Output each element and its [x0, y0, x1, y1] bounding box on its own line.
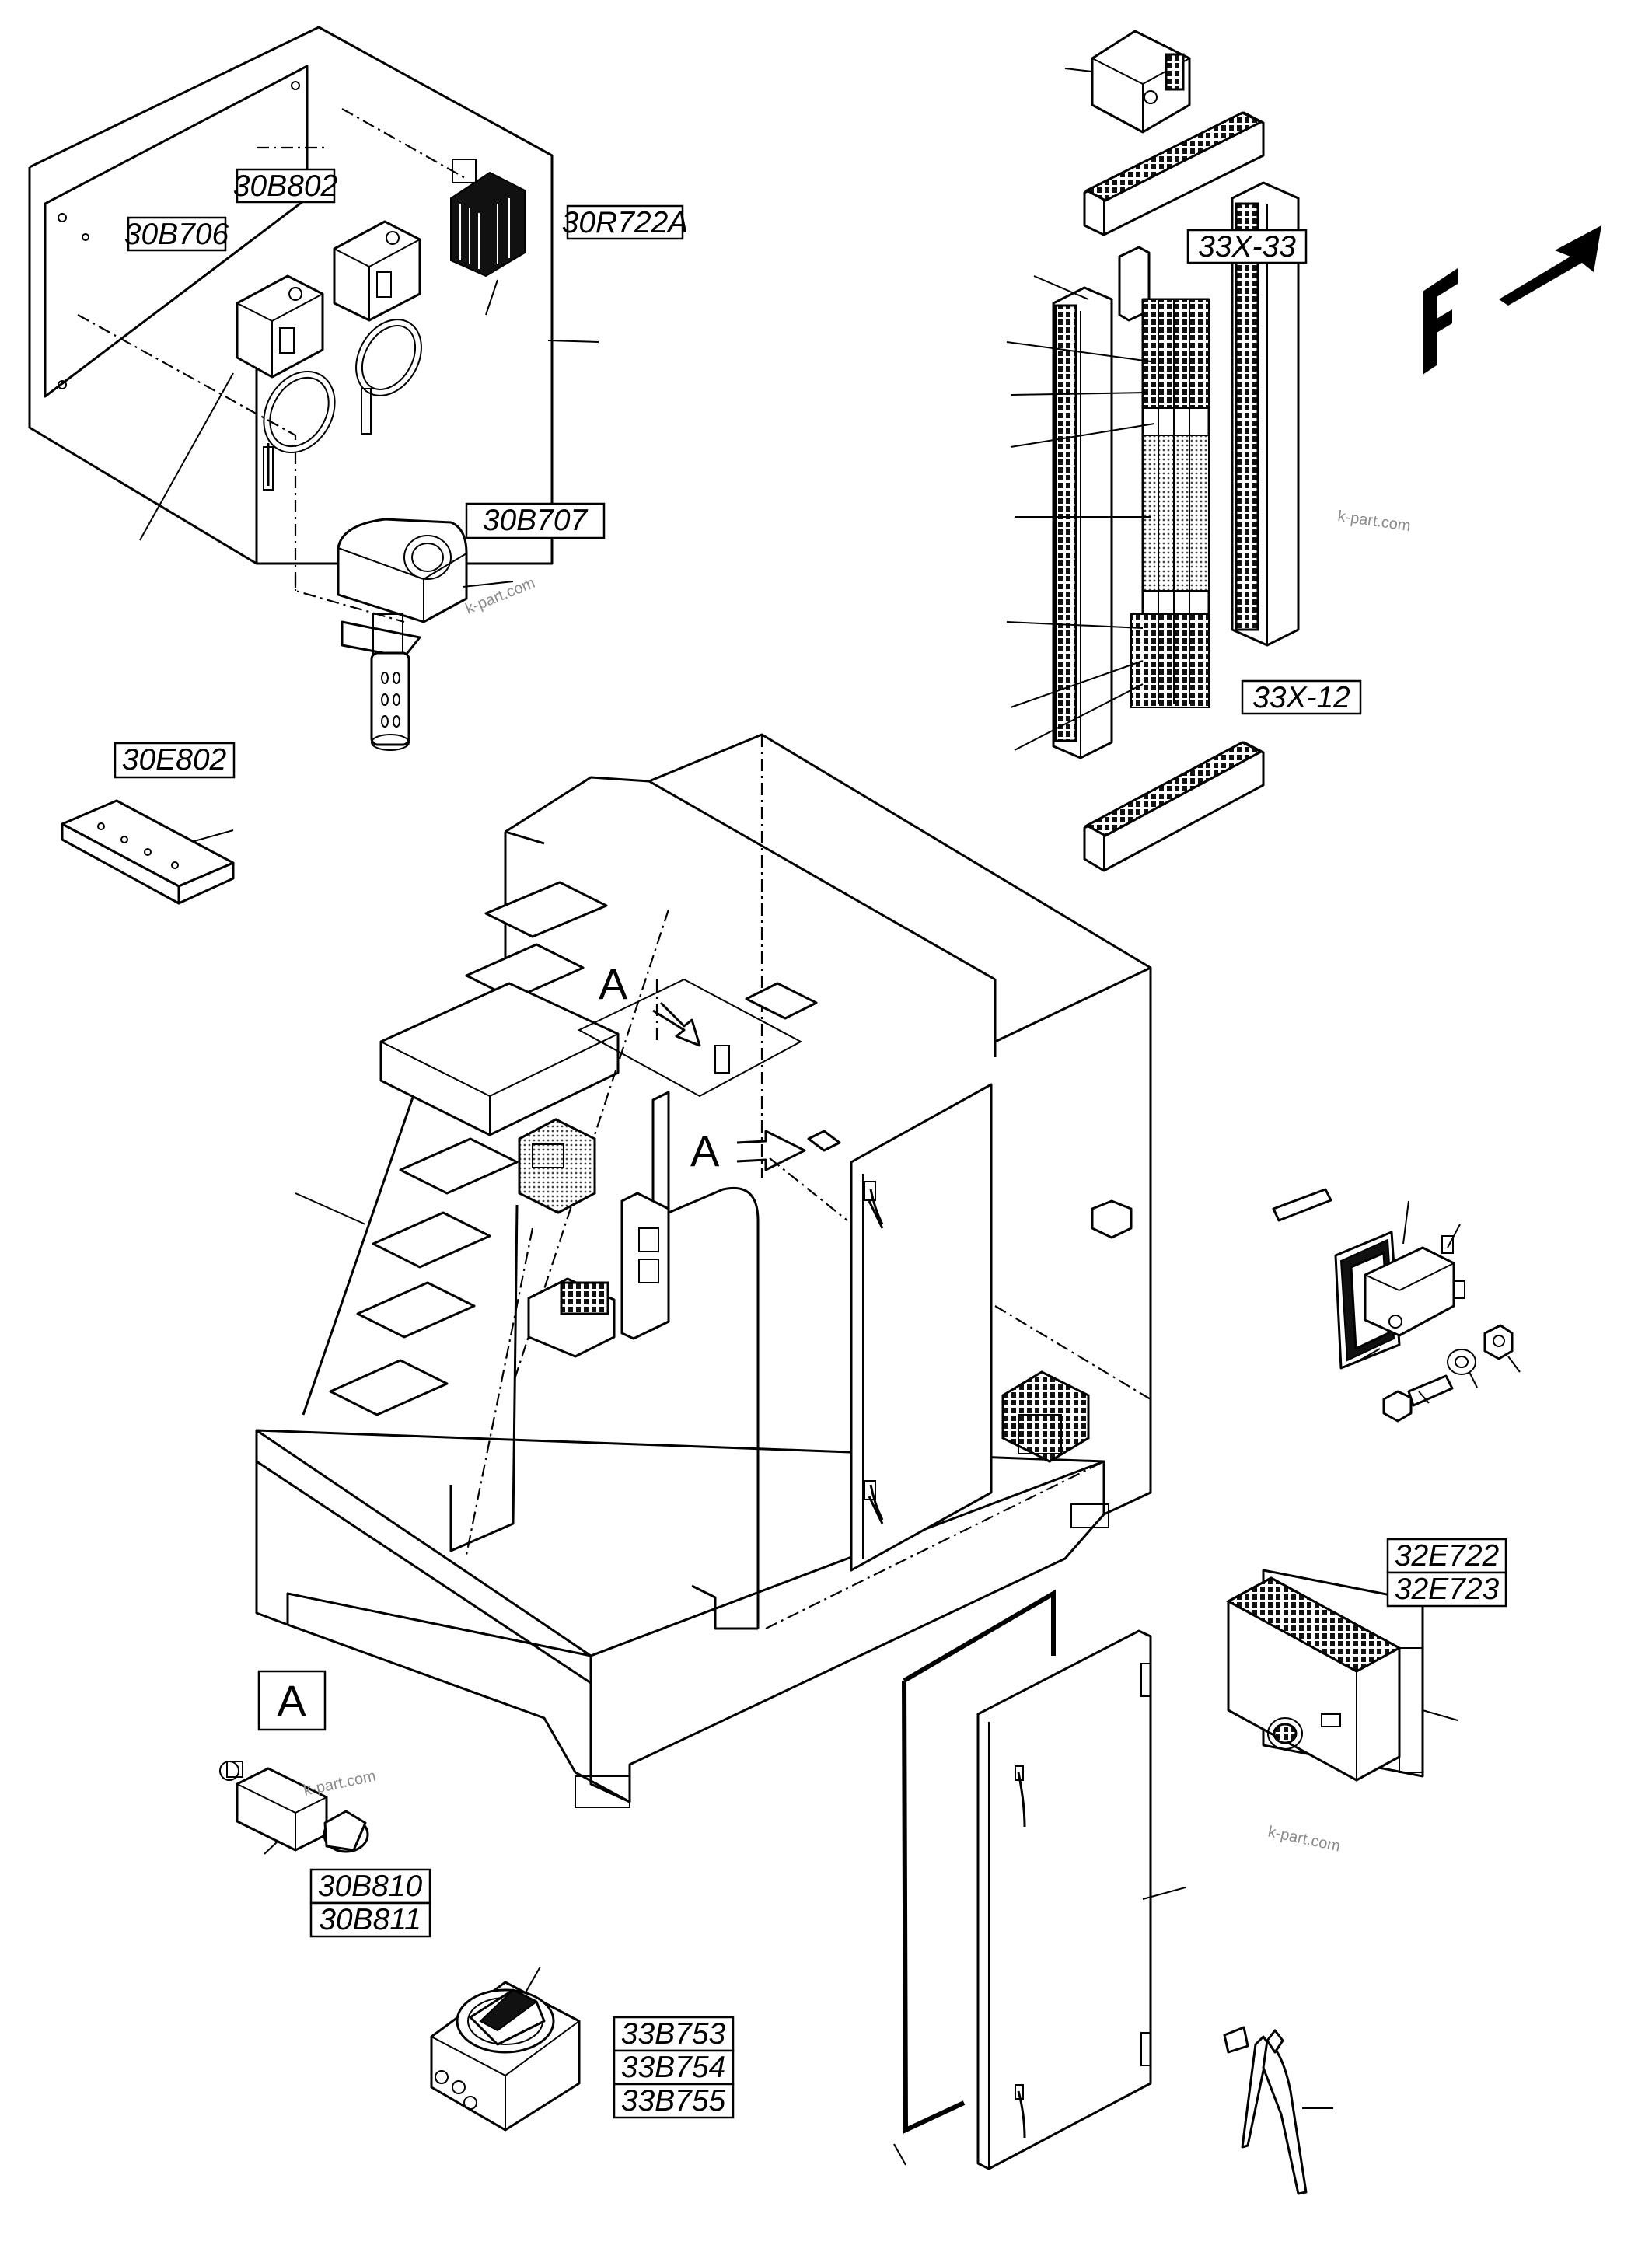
watermark-4: k-part.com [302, 1768, 377, 1800]
view-a-marker-upper: A [599, 959, 628, 1008]
heater-30R722A [450, 159, 526, 278]
tray-30E802 [61, 799, 235, 905]
cabinet-door-with-seal [893, 1589, 1186, 2170]
label-30B802: 30B802 [233, 168, 338, 204]
relay-module [1064, 30, 1191, 134]
terminal-block-strip [1130, 298, 1210, 708]
rotary-switch-33B753-33B754-33B755 [430, 1966, 581, 2132]
svg-text:30R722A: 30R722A [562, 206, 689, 239]
svg-text:30B811: 30B811 [319, 1903, 421, 1936]
detail-a-box: A [257, 1670, 327, 1731]
cable-duct-top [1083, 111, 1265, 236]
watermark-1: k-part.com [463, 574, 538, 618]
label-30R722A: 30R722A [562, 204, 689, 240]
label-30B706: 30B706 [124, 216, 229, 252]
svg-text:30B802: 30B802 [233, 169, 338, 203]
svg-text:32E722: 32E722 [1395, 1539, 1500, 1573]
sensor-30B707 [294, 518, 514, 751]
terminal-rail-assembly [1006, 30, 1300, 872]
thermostat-switch-30B802 [333, 220, 422, 435]
label-32E722: 32E722 [1386, 1538, 1507, 1574]
label-30E802: 30E802 [114, 742, 236, 779]
label-33X-33: 33X-33 [1186, 229, 1308, 264]
control-panel-box [518, 1118, 596, 1214]
svg-text:33X-33: 33X-33 [1198, 230, 1296, 264]
view-a-marker-lower: A [690, 1126, 720, 1175]
thermostat-switch-30B706 [236, 274, 336, 491]
front-direction-letter: F [1322, 38, 1348, 87]
watermark-3: k-part.com [1266, 1823, 1342, 1855]
label-30B810: 30B810 [309, 1868, 431, 1905]
svg-text:33B754: 33B754 [621, 2051, 725, 2084]
svg-text:30E802: 30E802 [122, 743, 227, 777]
svg-text:33B753: 33B753 [621, 2017, 726, 2051]
front-direction-indicator: F [1322, 38, 1601, 375]
cable-duct-left [1052, 286, 1113, 759]
svg-text:32E723: 32E723 [1395, 1573, 1500, 1606]
label-30B707: 30B707 [465, 502, 606, 539]
svg-text:30B706: 30B706 [124, 218, 229, 251]
mounting-bracket-parts [1272, 1188, 1521, 1423]
svg-text:30B707: 30B707 [483, 504, 589, 537]
svg-text:30B810: 30B810 [318, 1870, 423, 1903]
svg-text:33B755: 33B755 [621, 2084, 726, 2118]
label-32E723: 32E723 [1386, 1571, 1507, 1608]
label-33B755: 33B755 [613, 2083, 735, 2119]
position-switch-30B810-30B811 [219, 1761, 369, 1855]
label-33B754: 33B754 [613, 2049, 735, 2086]
svg-text:A: A [277, 1676, 306, 1725]
machine-cabinet [255, 733, 1152, 1808]
svg-text:33X-12: 33X-12 [1252, 681, 1350, 714]
power-module-32E722-32E723 [1225, 1569, 1458, 1782]
machine-door [850, 1083, 993, 1572]
label-33B753: 33B753 [613, 2016, 735, 2052]
watermark-2: k-part.com [1336, 508, 1412, 535]
cable-duct-right [1231, 181, 1300, 647]
label-33X-12: 33X-12 [1241, 679, 1362, 715]
door-handle [1223, 2026, 1333, 2195]
pin [1272, 1188, 1332, 1222]
label-30B811: 30B811 [309, 1901, 431, 1938]
cable-duct-bottom [1083, 741, 1265, 872]
